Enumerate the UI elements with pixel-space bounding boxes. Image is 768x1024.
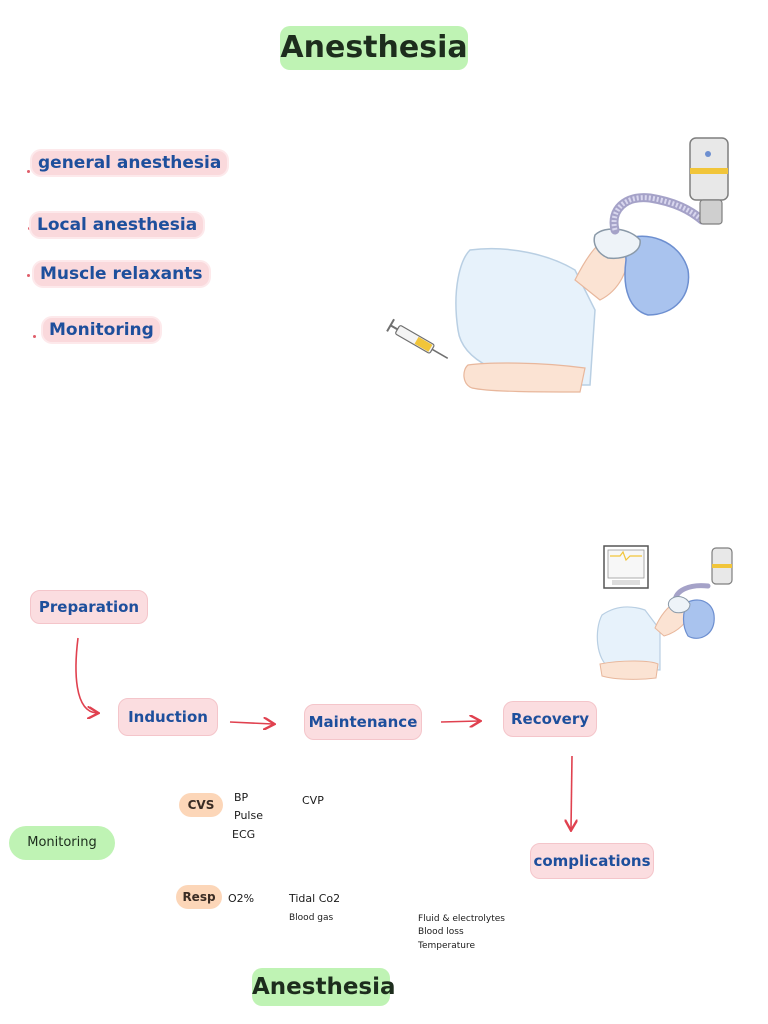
cvs-tag: CVS (179, 793, 223, 817)
arrow-preparation-induction (75, 637, 97, 713)
list-item-muscle-relaxants: Muscle relaxants (34, 262, 209, 286)
flow-maintenance: Maintenance (304, 704, 422, 740)
cvs-ecg: ECG (232, 828, 256, 841)
cvs-bp: BP (234, 791, 249, 804)
cvs-pulse: Pulse (234, 809, 263, 822)
flow-preparation: Preparation (30, 590, 148, 624)
page-title: Anesthesia (280, 26, 468, 70)
other-temperature: Temperature (418, 941, 476, 951)
cvs-cvp: CVP (302, 794, 324, 807)
list-item-monitoring: Monitoring (43, 318, 160, 342)
resp-blood-gas: Blood gas (289, 913, 334, 923)
resp-tag: Resp (176, 885, 222, 909)
anesthesia-patient-illustration (386, 137, 729, 393)
flow-recovery: Recovery (503, 701, 597, 737)
list-item-local-anesthesia: Local anesthesia (31, 213, 204, 237)
bullet-dot (27, 170, 30, 173)
arrow-maintenance-recovery (440, 721, 479, 722)
patient-monitor-illustration (596, 545, 733, 680)
resp-o2: O2% (228, 892, 255, 905)
monitoring-label: Monitoring (9, 826, 115, 860)
arrow-recovery-complications (571, 755, 572, 829)
other-blood-loss: Blood loss (418, 927, 464, 937)
other-fluid-electrolytes: Fluid & electrolytes (418, 914, 505, 924)
resp-tidal-co2: Tidal Co2 (289, 892, 341, 905)
flow-induction: Induction (118, 698, 218, 736)
bottom-title: Anesthesia (252, 968, 396, 1006)
list-item-general-anesthesia: general anesthesia (32, 151, 228, 175)
bullet-dot (27, 274, 30, 277)
bullet-dot (28, 227, 31, 230)
arrow-induction-maintenance (229, 722, 273, 724)
bullet-dot (33, 335, 36, 338)
flow-complications: complications (530, 843, 654, 879)
